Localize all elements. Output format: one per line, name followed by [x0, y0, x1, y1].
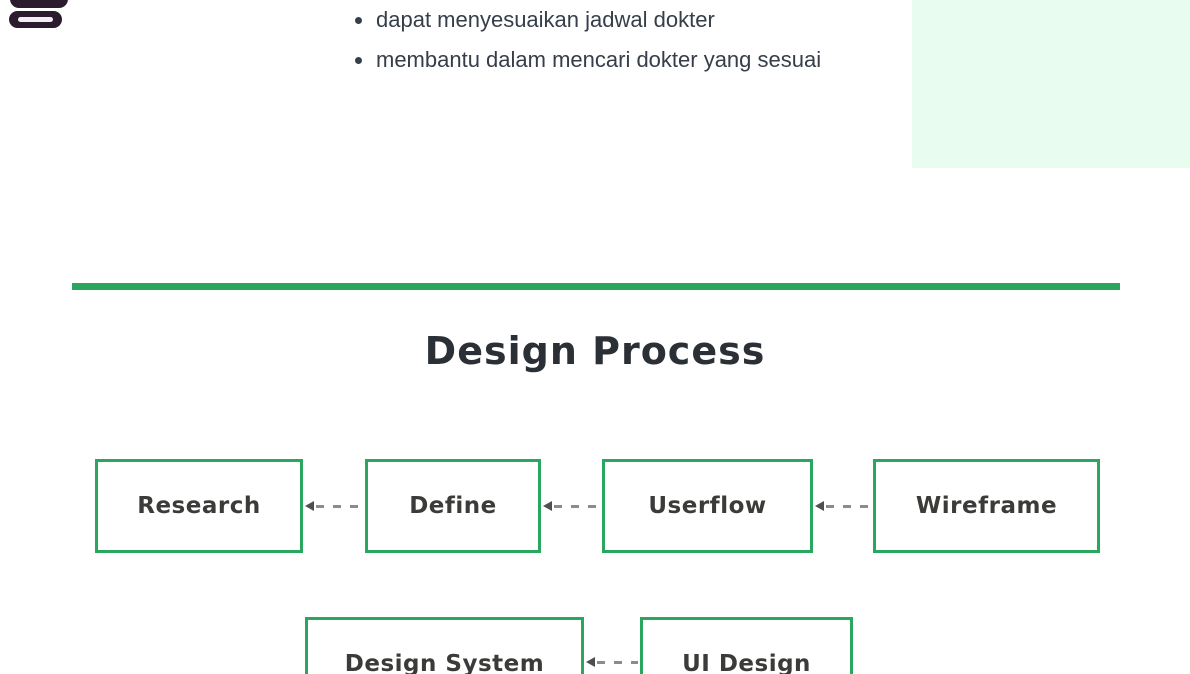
dashed-connector [586, 657, 638, 667]
process-step-design-system: Design System [305, 617, 584, 674]
process-step-define: Define [365, 459, 541, 553]
arrow-left-icon [305, 501, 314, 511]
process-step-wireframe: Wireframe [873, 459, 1100, 553]
logo-pill-bar [9, 11, 62, 28]
process-step-label: Userflow [648, 493, 767, 519]
process-step-label: Wireframe [915, 493, 1058, 519]
logo-top-bar [10, 0, 68, 8]
dashed-connector [543, 501, 600, 511]
dashed-connector [815, 501, 871, 511]
process-step-label: UI Design [682, 651, 811, 674]
list-item: dapat menyesuaikan jadwal dokter [355, 0, 821, 40]
bullet-text: membantu dalam mencari dokter yang sesua… [376, 47, 822, 72]
arrow-left-icon [543, 501, 552, 511]
process-step-label: Design System [344, 651, 545, 674]
arrow-left-icon [586, 657, 595, 667]
dashed-line [826, 504, 871, 508]
dashed-line [316, 504, 363, 508]
section-title: Design Process [424, 329, 766, 373]
logo-pill-highlight [18, 17, 53, 22]
logo-icon [0, 0, 80, 40]
process-step-label: Define [409, 493, 497, 519]
process-step-label: Research [137, 493, 261, 519]
dashed-line [597, 660, 638, 664]
arrow-left-icon [815, 501, 824, 511]
bullet-icon [355, 56, 362, 64]
dashed-line [554, 504, 600, 508]
process-step-ui-design: UI Design [640, 617, 853, 674]
decorative-green-panel [912, 0, 1190, 168]
dashed-connector [305, 501, 363, 511]
process-step-userflow: Userflow [602, 459, 813, 553]
section-divider [72, 283, 1120, 290]
bullet-icon [355, 16, 362, 24]
bullet-text: dapat menyesuaikan jadwal dokter [376, 7, 715, 32]
process-step-research: Research [95, 459, 303, 553]
benefits-list: dapat menyesuaikan jadwal dokter membant… [355, 0, 821, 80]
list-item: membantu dalam mencari dokter yang sesua… [355, 40, 821, 80]
